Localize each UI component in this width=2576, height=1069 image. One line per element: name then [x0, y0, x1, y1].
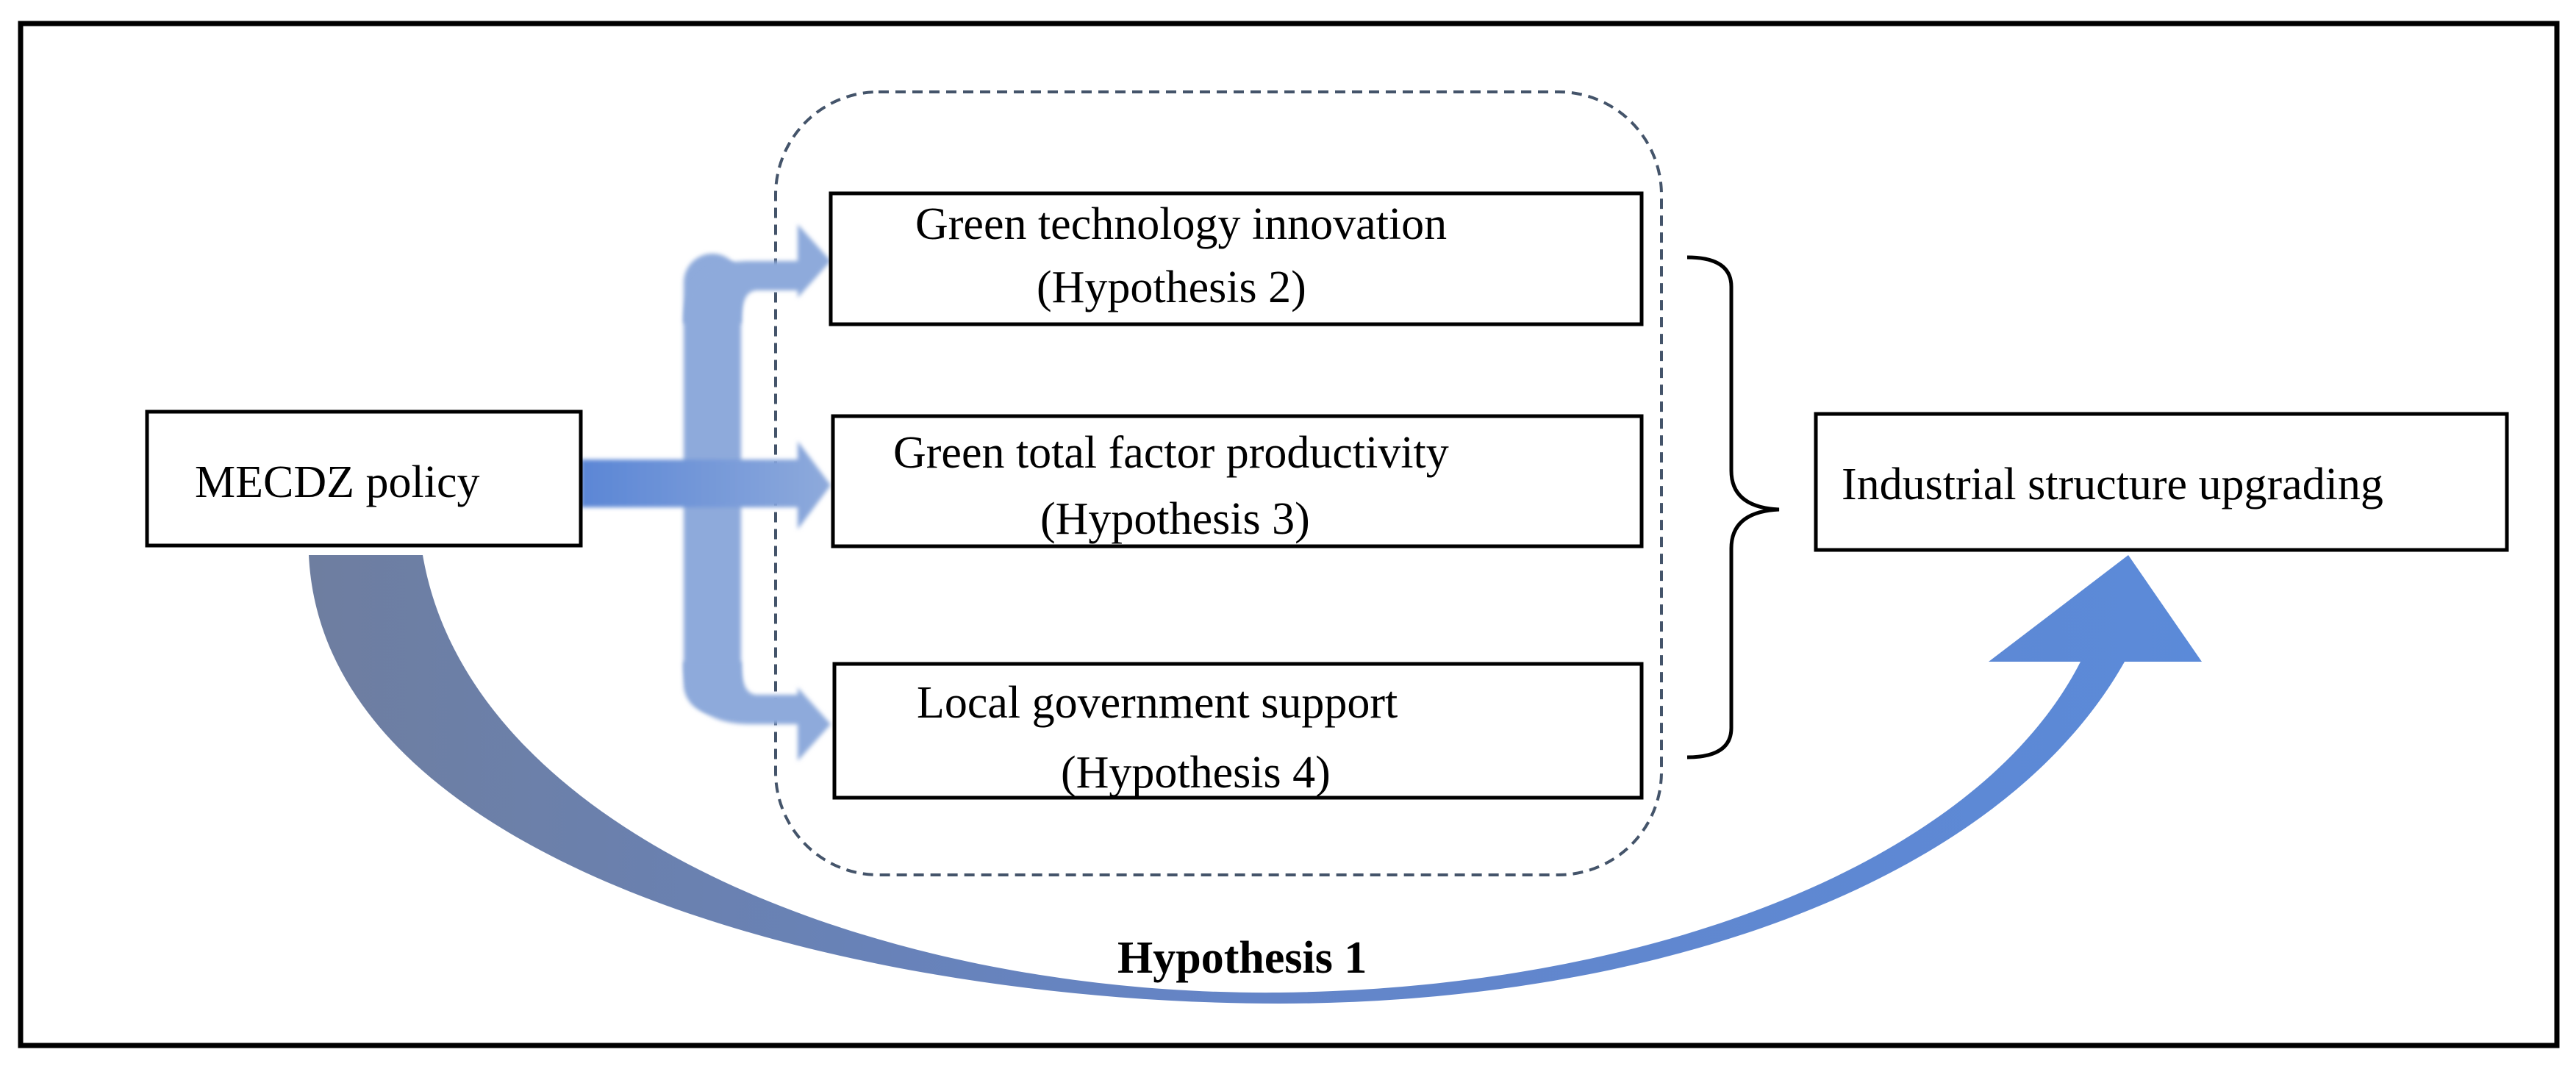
mediator-box-3	[832, 662, 1644, 800]
mediator-3-label: Local government support	[917, 678, 1398, 728]
mediator-3-hypothesis: (Hypothesis 4)	[1061, 748, 1331, 798]
mediator-1-hypothesis: (Hypothesis 2)	[1037, 262, 1306, 312]
branch-arrow-middle	[581, 441, 831, 529]
branch-arrow-bottom	[684, 662, 831, 761]
grouping-brace	[1686, 255, 1780, 759]
outer-frame	[18, 21, 2560, 1048]
source-box	[145, 410, 583, 548]
source-label: MECDZ policy	[195, 457, 480, 507]
branch-arrow-top	[684, 224, 831, 323]
mediator-2-label: Green total factor productivity	[893, 428, 1449, 478]
target-box	[1814, 412, 2509, 552]
mediator-box-2	[831, 414, 1644, 548]
mediator-box-1	[829, 191, 1644, 326]
target-label: Industrial structure upgrading	[1842, 460, 2383, 510]
mediator-2-hypothesis: (Hypothesis 3)	[1040, 494, 1310, 544]
hypothesis-1-label: Hypothesis 1	[1117, 933, 1367, 983]
mediator-1-label: Green technology innovation	[915, 199, 1448, 249]
